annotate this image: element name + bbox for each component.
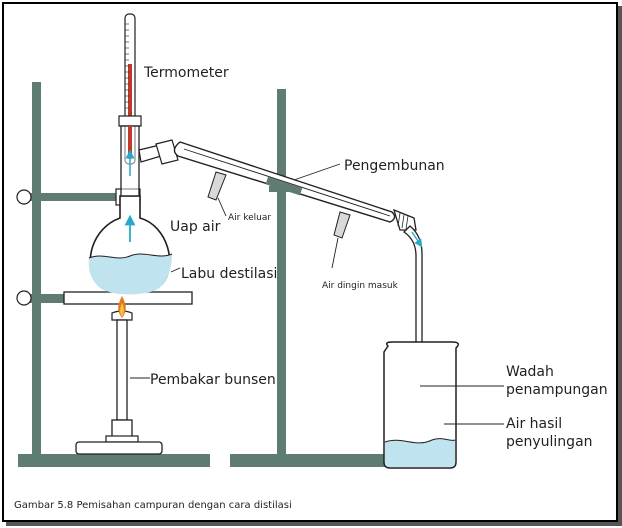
label-pengembunan: Pengembunan [344, 158, 445, 174]
bunsen-burner [75, 296, 163, 455]
receiving-beaker [383, 341, 459, 469]
label-air-hasil: Air hasil [506, 416, 562, 432]
figure-caption: Gambar 5.8 Pemisahan campuran dengan car… [14, 500, 292, 511]
condenser [173, 141, 424, 387]
label-termometer: Termometer [143, 65, 229, 81]
figure-frame: Termometer Pengembunan Uap air Air kelua… [2, 2, 618, 522]
leader-lines [130, 163, 504, 425]
label-pembakar-bunsen: Pembakar bunsen [150, 372, 276, 388]
label-penyulingan: penyulingan [506, 434, 593, 450]
label-air-dingin-masuk: Air dingin masuk [322, 281, 399, 291]
label-penampungan: penampungan [506, 382, 608, 398]
left-stand [16, 82, 210, 467]
label-air-keluar: Air keluar [228, 213, 271, 223]
thermometer [118, 13, 179, 197]
label-labu-destilasi: Labu destilasi [181, 266, 277, 282]
label-wadah: Wadah [506, 364, 554, 380]
distillation-flask [88, 195, 173, 295]
label-uap-air: Uap air [170, 219, 221, 235]
distillation-diagram: Termometer Pengembunan Uap air Air kelua… [14, 13, 608, 511]
